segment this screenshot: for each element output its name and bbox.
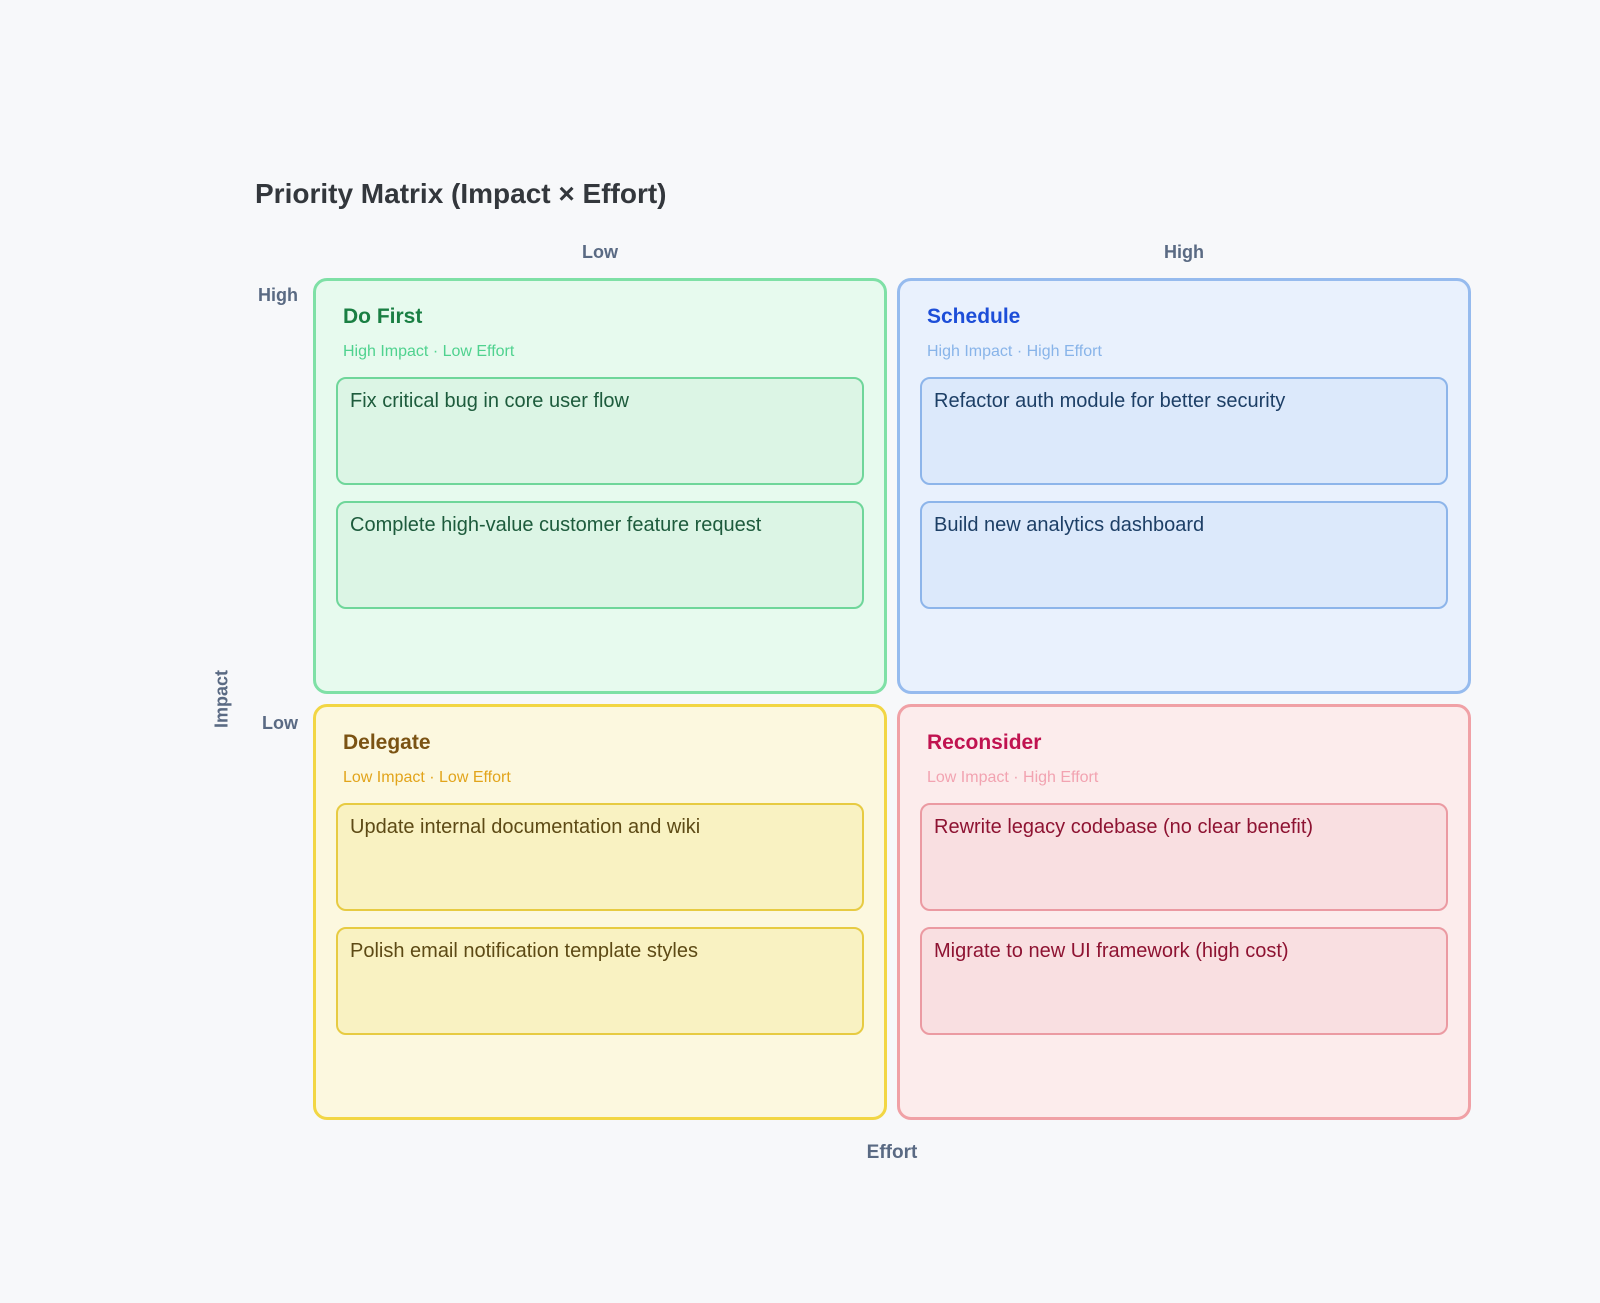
quadrant-title: Schedule <box>927 305 1021 328</box>
quadrant-subtitle: Low Impact · Low Effort <box>343 769 511 786</box>
x-axis-label: Effort <box>866 1142 918 1163</box>
task-card: Complete high-value customer feature req… <box>336 501 864 609</box>
quadrant-title: Do First <box>343 305 423 328</box>
quadrant-do-first: Do First High Impact · Low Effort Fix cr… <box>313 278 887 694</box>
quadrant-reconsider: Reconsider Low Impact · High Effort Rewr… <box>897 704 1471 1120</box>
quadrant-title: Reconsider <box>927 731 1042 754</box>
y-axis-label: Impact <box>211 669 232 729</box>
quadrant-subtitle: High Impact · Low Effort <box>343 343 515 360</box>
priority-matrix: Do First High Impact · Low Effort Fix cr… <box>313 278 1471 1120</box>
x-axis-tick-high: High <box>1164 242 1204 262</box>
task-card: Rewrite legacy codebase (no clear benefi… <box>920 803 1448 911</box>
task-card: Fix critical bug in core user flow <box>336 377 864 485</box>
quadrant-subtitle: Low Impact · High Effort <box>927 769 1099 786</box>
task-card: Migrate to new UI framework (high cost) <box>920 927 1448 1035</box>
quadrant-title: Delegate <box>343 731 431 754</box>
quadrant-subtitle: High Impact · High Effort <box>927 343 1102 360</box>
task-card: Update internal documentation and wiki <box>336 803 864 911</box>
task-card: Refactor auth module for better security <box>920 377 1448 485</box>
y-axis-tick-high: High <box>258 285 298 305</box>
task-card: Build new analytics dashboard <box>920 501 1448 609</box>
quadrant-schedule: Schedule High Impact · High Effort Refac… <box>897 278 1471 694</box>
x-axis-tick-low: Low <box>582 242 618 262</box>
y-axis-tick-low: Low <box>262 713 298 733</box>
quadrant-delegate: Delegate Low Impact · Low Effort Update … <box>313 704 887 1120</box>
page-title: Priority Matrix (Impact × Effort) <box>255 177 667 209</box>
task-card: Polish email notification template style… <box>336 927 864 1035</box>
